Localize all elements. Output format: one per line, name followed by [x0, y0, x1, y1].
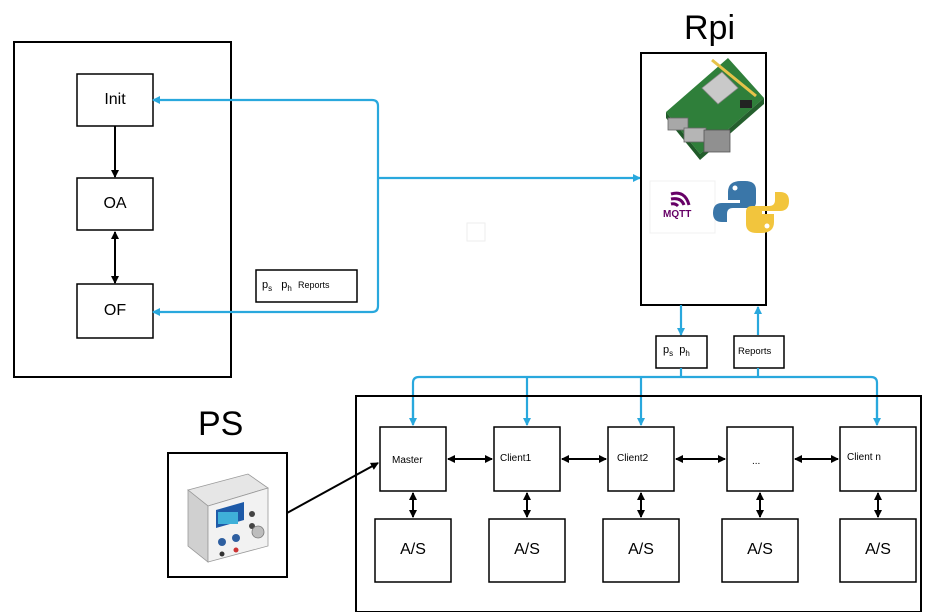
as-box-3 — [602, 518, 680, 583]
node-client2-label: Client2 — [617, 453, 649, 464]
mid-param-p2: p — [679, 344, 686, 356]
node-ellipsis-box — [726, 426, 794, 492]
as-box-4 — [721, 518, 799, 583]
mid-param-p1-sub: s — [669, 349, 674, 358]
ps-title: PS — [198, 405, 244, 443]
left-message-text: ps ph Reports — [262, 279, 330, 293]
as-box-5 — [839, 518, 917, 583]
node-clientn-label: Client n — [847, 452, 881, 463]
node-clientn-box — [839, 426, 917, 492]
node-ellipsis-label: ... — [752, 456, 761, 467]
as-label-3: A/S — [628, 541, 654, 558]
left-param-p1: p — [262, 279, 269, 291]
ps-to-master-arrow — [286, 462, 379, 514]
as-label-5: A/S — [865, 541, 891, 558]
node-bus-line — [411, 375, 879, 424]
node-master-label: Master — [392, 455, 423, 466]
mid-params-box — [655, 335, 708, 369]
rpi-to-init-arrow — [152, 96, 380, 178]
as-label-1: A/S — [400, 541, 426, 558]
mid-reports-label: Reports — [738, 346, 772, 357]
left-message-box — [255, 269, 358, 303]
mid-param-p1: p — [663, 344, 670, 356]
as-box-1 — [374, 518, 452, 583]
raspberry-pi-board-icon — [666, 58, 764, 160]
as-label-4: A/S — [747, 541, 773, 558]
state-init-box — [76, 73, 154, 127]
mid-params-text: ps ph — [663, 344, 690, 358]
state-oa-box — [76, 177, 154, 231]
mqtt-text: MQTT — [663, 209, 692, 220]
rpi-title: Rpi — [684, 9, 736, 47]
state-oa-label: OA — [103, 195, 127, 212]
left-reports-label: Reports — [298, 280, 330, 290]
rpi-to-of-arrow — [152, 178, 380, 316]
left-param-p2-sub: h — [287, 284, 292, 293]
network-container — [355, 395, 922, 612]
state-init-label: Init — [104, 91, 126, 108]
python-logo-icon — [713, 181, 789, 233]
mid-param-p2-sub: h — [685, 349, 690, 358]
node-client1-label: Client1 — [500, 453, 532, 464]
power-supply-icon — [187, 473, 269, 563]
mqtt-logo-icon — [649, 180, 716, 234]
node-client1-box — [493, 426, 561, 492]
mid-reports-box — [733, 335, 785, 369]
state-of-label: OF — [103, 302, 127, 319]
blank-square — [466, 222, 486, 242]
node-client2-box — [607, 426, 675, 492]
left-param-p2: p — [281, 279, 288, 291]
left-param-p1-sub: s — [268, 284, 273, 293]
as-label-2: A/S — [514, 541, 540, 558]
node-master-box — [379, 426, 447, 492]
as-box-2 — [488, 518, 566, 583]
